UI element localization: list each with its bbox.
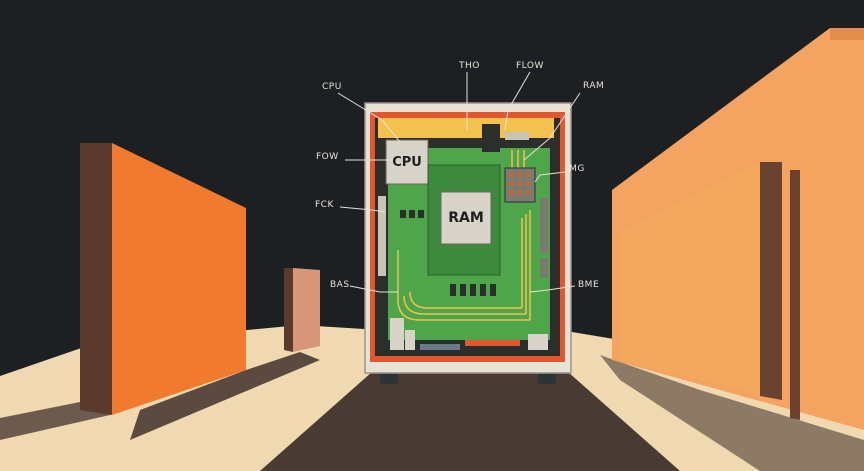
cpu-chip-label: CPU — [392, 155, 422, 170]
left-slot — [378, 196, 386, 276]
distant-block-side — [284, 268, 293, 352]
bottom-left-block-2 — [405, 330, 415, 350]
top-connector — [482, 124, 500, 152]
ram-chip-label: RAM — [448, 210, 484, 226]
right-wall-top-edge — [830, 28, 864, 40]
label-tho: THO — [458, 61, 480, 71]
right-slot — [540, 198, 548, 253]
right-wall-front-side — [760, 162, 782, 400]
case-foot-left — [380, 372, 398, 384]
label-fck: FCK — [315, 200, 334, 210]
label-fow: FOW — [316, 152, 339, 162]
right-wall-far-side — [790, 170, 800, 420]
bottom-right-block — [528, 334, 548, 350]
label-ram: RAM — [583, 81, 604, 91]
label-bas: BAS — [330, 280, 350, 290]
left-wall-side — [80, 143, 112, 415]
label-img: IMG — [566, 164, 585, 174]
bottom-red-bar — [465, 340, 520, 346]
case-foot-right — [538, 372, 556, 384]
bottom-bar — [420, 344, 460, 350]
distant-block-face — [293, 268, 320, 352]
bottom-left-block — [390, 318, 404, 350]
right-small-slot — [540, 258, 548, 278]
pc-case: CPU RAM — [365, 103, 571, 384]
small-chip-row — [400, 210, 424, 218]
label-cpu: CPU — [322, 82, 342, 92]
img-chip-grid — [509, 172, 530, 195]
label-bme: BME — [578, 280, 599, 290]
label-flow: FLOW — [516, 61, 544, 71]
top-port — [505, 132, 529, 140]
